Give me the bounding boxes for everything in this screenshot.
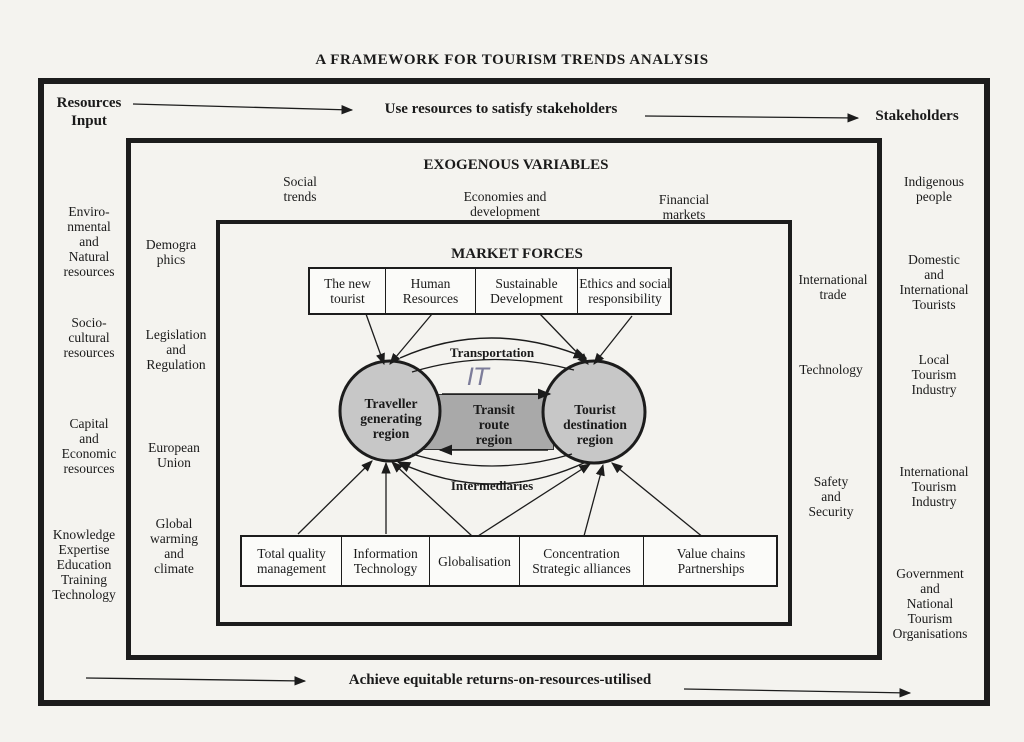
box-sustainable-development: Sustainable Development <box>476 269 578 313</box>
exogenous-safety-security: Safety and Security <box>808 474 854 519</box>
arrow-bottom-left <box>85 676 307 686</box>
arrow-bottom-right <box>683 688 912 698</box>
exogenous-global-warming: Global warming and climate <box>150 516 198 576</box>
transit-band <box>420 394 554 450</box>
market-forces-title: MARKET FORCES <box>451 246 583 262</box>
transit-region-label: Transit route region <box>473 402 515 447</box>
tourist-region-label: Tourist destination region <box>563 402 627 447</box>
resource-environmental: Enviro- nmental and Natural resources <box>63 204 115 279</box>
exogenous-financial-markets: Financial markets <box>658 192 710 222</box>
market-forces-frame <box>216 220 792 626</box>
it-handwritten-mark: IT <box>467 363 489 391</box>
stakeholder-international-industry: International Tourism Industry <box>899 464 969 509</box>
intermediaries-arc <box>396 461 587 485</box>
market-top-boxes: The new tourist Human Resources Sustaina… <box>308 267 672 315</box>
arrow-use-to-stakeholders <box>644 113 860 123</box>
stakeholder-local-industry: Local Tourism Industry <box>911 352 957 397</box>
box-concentration: Concentration Strategic alliances <box>520 537 644 585</box>
stakeholders-label: Stakeholders <box>875 108 959 124</box>
use-resources-label: Use resources to satisfy stakeholders <box>384 101 618 117</box>
box-information-technology: Information Technology <box>342 537 430 585</box>
resources-input-label: Resources Input <box>56 95 122 129</box>
stakeholder-tourists: Domestic and International Tourists <box>899 252 969 312</box>
box-new-tourist: The new tourist <box>310 269 386 313</box>
exogenous-european-union: European Union <box>148 440 200 470</box>
market-bottom-boxes: Total quality management Information Tec… <box>240 535 778 587</box>
diagram-title: A FRAMEWORK FOR TOURISM TRENDS ANALYSIS <box>315 52 709 68</box>
stakeholder-government: Government and National Tourism Organisa… <box>892 566 968 641</box>
intermediaries-label: Intermediaries <box>450 478 534 493</box>
achieve-returns-label: Achieve equitable returns-on-resources-u… <box>348 672 652 688</box>
arrow-resources-to-use <box>132 103 354 115</box>
box-ethics: Ethics and social responsibility <box>579 276 671 306</box>
traveller-region-label: Traveller generating region <box>360 396 422 441</box>
exogenous-economies: Economies and development <box>463 189 547 219</box>
transportation-label: Transportation <box>449 345 535 360</box>
box-value-chains: Value chains Partnerships <box>676 546 746 576</box>
resource-knowledge: Knowledge Expertise Education Training T… <box>52 527 116 602</box>
exogenous-social-trends: Social trends <box>283 174 317 204</box>
exogenous-international-trade: International trade <box>798 272 868 302</box>
stakeholder-indigenous: Indigenous people <box>904 174 964 204</box>
box-total-quality: Total quality management <box>242 537 342 585</box>
box-human-resources: Human Resources <box>386 269 476 313</box>
exogenous-legislation: Legislation and Regulation <box>145 327 207 372</box>
exogenous-technology: Technology <box>799 362 863 377</box>
transportation-arc <box>399 337 588 359</box>
outer-frame <box>38 78 990 706</box>
box-globalisation: Globalisation <box>430 537 520 585</box>
exogenous-frame <box>126 138 882 660</box>
resource-capital: Capital and Economic resources <box>61 416 117 476</box>
exogenous-demographics: Demogra phics <box>145 237 197 267</box>
resource-socio-cultural: Socio- cultural resources <box>63 315 115 360</box>
exogenous-title: EXOGENOUS VARIABLES <box>423 157 609 173</box>
